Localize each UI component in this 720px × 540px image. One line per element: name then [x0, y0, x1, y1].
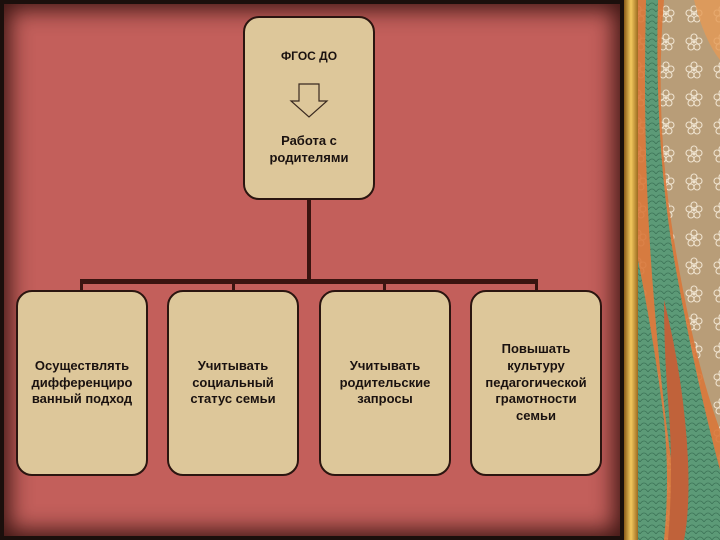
- child-node-1: Осуществлять дифференциро ванный подход: [16, 290, 148, 476]
- connector-horizontal: [80, 279, 538, 284]
- child-label: Осуществлять дифференциро ванный подход: [31, 357, 133, 407]
- ornament-graphic: [624, 0, 720, 540]
- connector-root-down: [307, 199, 311, 281]
- root-node: ФГОС ДО Работа с родителями: [243, 16, 375, 200]
- connector-child-4: [535, 282, 538, 292]
- connector-child-3: [383, 282, 386, 292]
- root-subtitle: Работа с родителями: [269, 132, 349, 165]
- child-label: Повышать культуру педагогической грамотн…: [485, 340, 587, 424]
- connector-child-1: [80, 282, 83, 292]
- connector-child-2: [232, 282, 235, 292]
- child-label: Учитывать социальный статус семьи: [190, 357, 276, 407]
- root-title: ФГОС ДО: [280, 49, 338, 64]
- down-arrow-icon: [289, 83, 329, 118]
- child-node-4: Повышать культуру педагогической грамотн…: [470, 290, 602, 476]
- child-node-3: Учитывать родительские запросы: [319, 290, 451, 476]
- child-node-2: Учитывать социальный статус семьи: [167, 290, 299, 476]
- child-label: Учитывать родительские запросы: [339, 357, 431, 407]
- floral-ornament-panel: [624, 0, 720, 540]
